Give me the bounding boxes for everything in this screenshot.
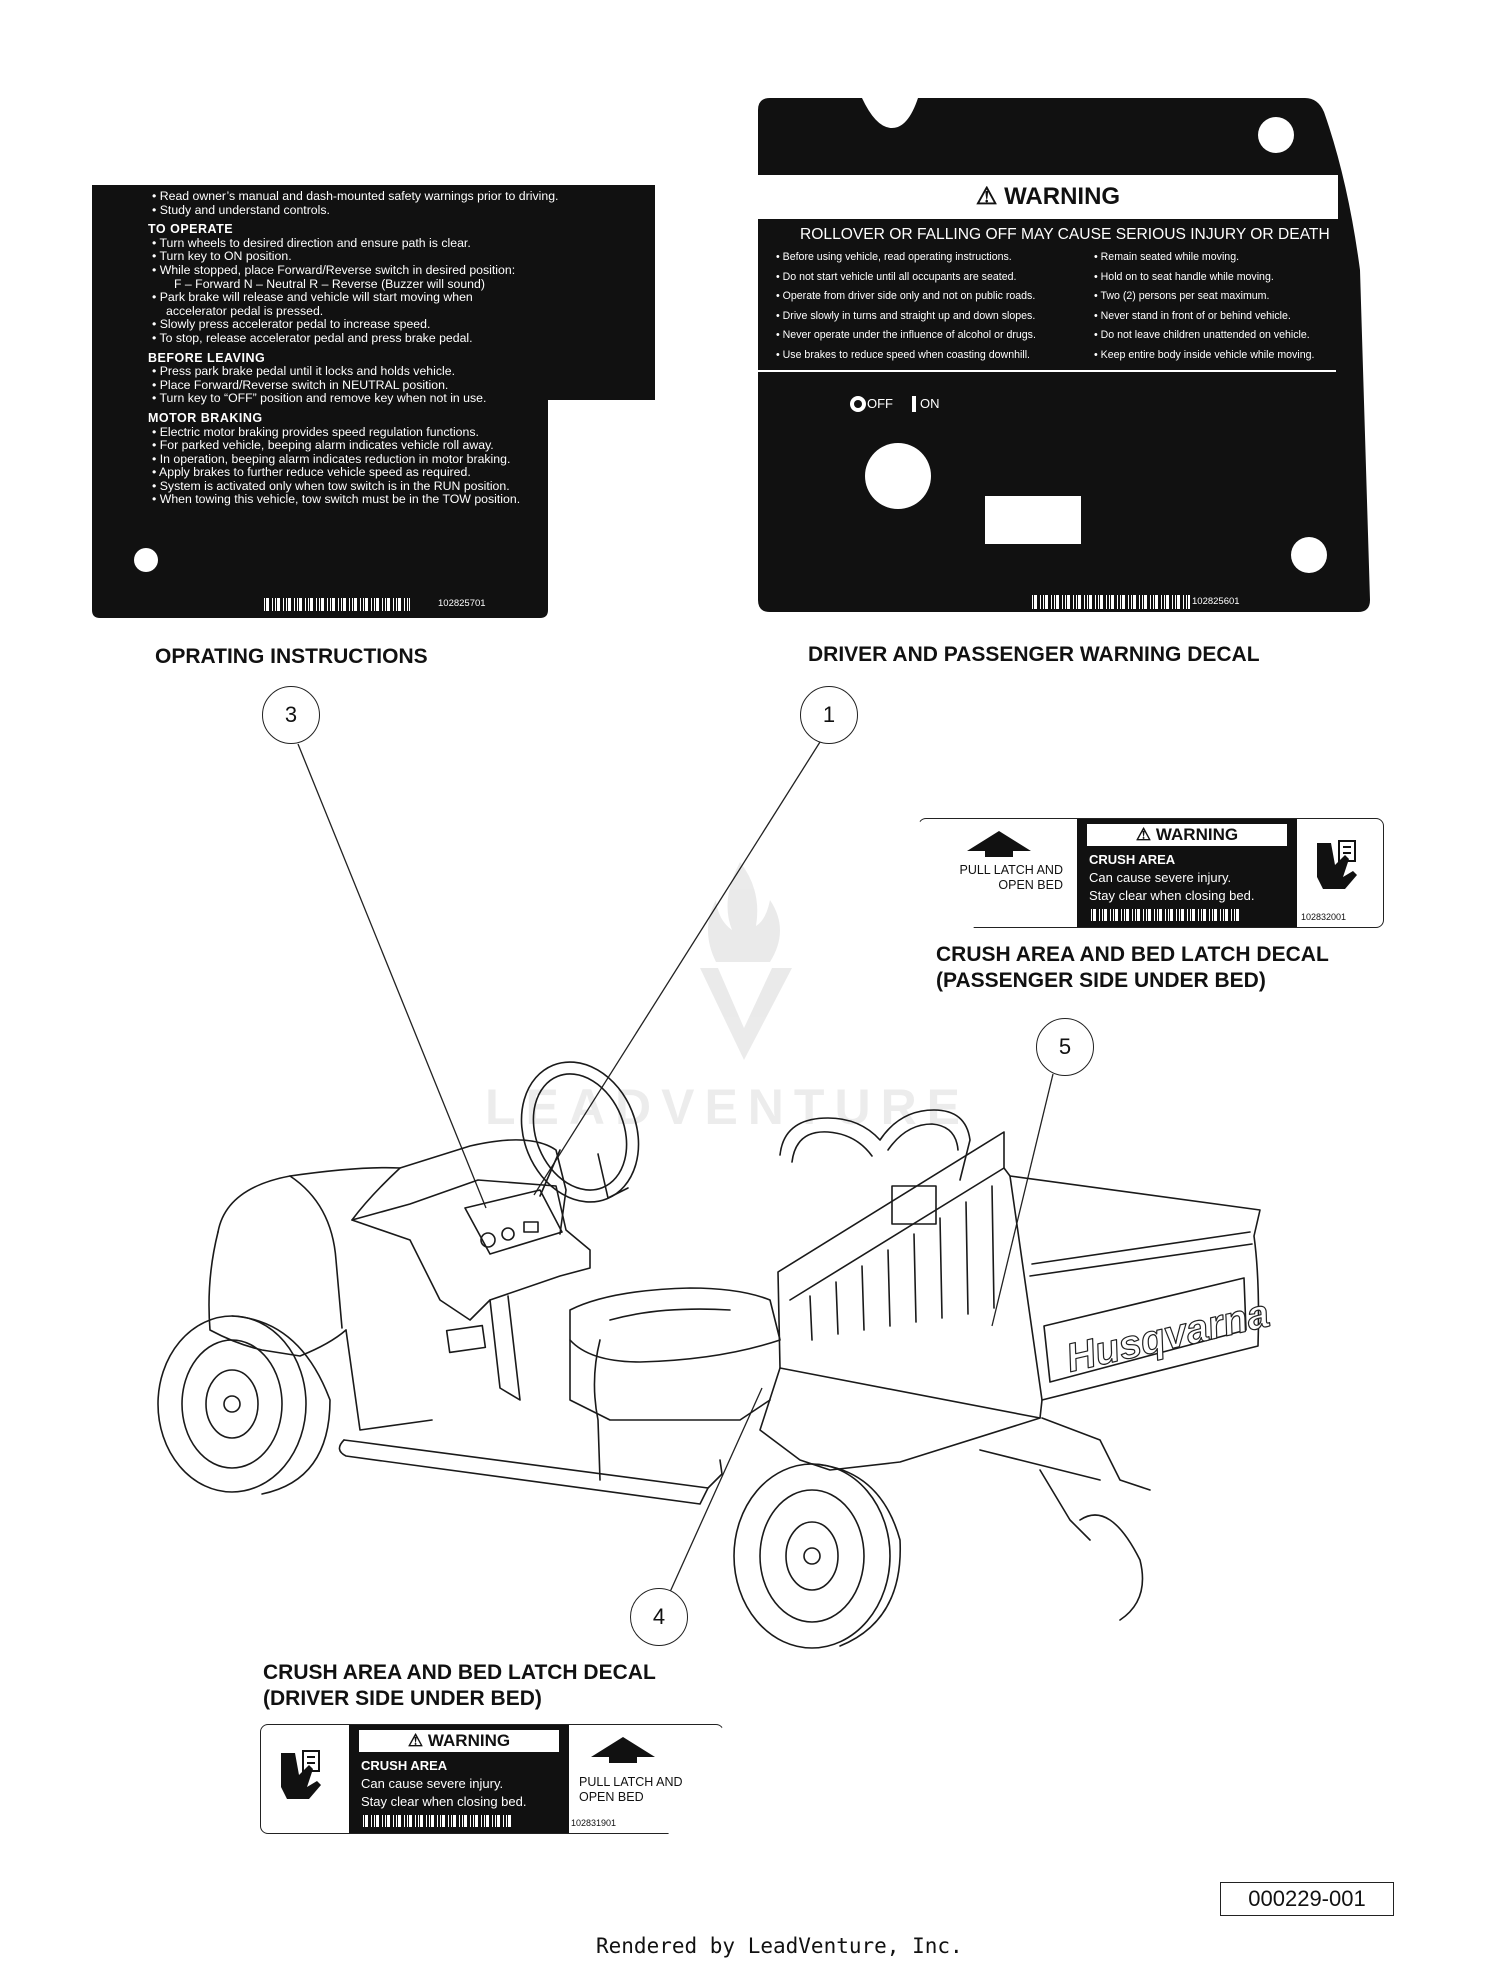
leader-line-4 [669, 1387, 763, 1593]
latch-text: PULL LATCH AND OPEN BED [959, 863, 1063, 892]
instruction-line: • Turn wheels to desired direction and e… [152, 235, 471, 250]
crush-panel: ⚠ WARNING CRUSH AREA Can cause severe in… [1077, 819, 1297, 927]
instruction-line: • In operation, beeping alarm indicates … [152, 451, 511, 466]
operating-instructions-text: • Read owner’s manual and dash-mounted s… [148, 189, 559, 507]
callout-3: 3 [262, 686, 320, 744]
warning-triangle-icon: ⚠ [1135, 825, 1152, 844]
footer-credit: Rendered by LeadVenture, Inc. [596, 1934, 963, 1958]
warning-item: • Before using vehicle, read operating i… [776, 251, 1012, 263]
warning-caption: DRIVER AND PASSENGER WARNING DECAL [808, 643, 1260, 666]
section-heading: MOTOR BRAKING [148, 410, 263, 425]
instruction-line: • Electric motor braking provides speed … [152, 424, 479, 439]
key-switch-hole [865, 443, 931, 509]
instruction-line: • When towing this vehicle, tow switch m… [152, 492, 521, 507]
instruction-line: • Study and understand controls. [152, 202, 330, 217]
leader-line-1 [533, 741, 821, 1196]
instruction-line: • For parked vehicle, beeping alarm indi… [152, 438, 494, 453]
operating-barcode [262, 598, 410, 611]
warning-item: • Remain seated while moving. [1094, 251, 1240, 263]
warning-barcode [1030, 595, 1190, 609]
latch-arrow-icon [591, 1737, 655, 1757]
watermark-logo [700, 862, 792, 1060]
off-label: OFF [867, 396, 893, 411]
latch-text: PULL LATCH AND OPEN BED [579, 1775, 683, 1804]
warning-item: • Never operate under the influence of a… [776, 329, 1036, 342]
warning-right-column: • Remain seated while moving. • Hold on t… [1094, 248, 1314, 366]
warning-decal-hole-bottom [1291, 537, 1327, 573]
warning-item: • Two (2) persons per seat maximum. [1094, 290, 1270, 303]
operating-decal-hole [134, 548, 158, 572]
watermark-text: LEADVENTURE [485, 1079, 971, 1135]
warning-triangle-icon: ⚠ [407, 1731, 424, 1750]
instruction-line: F – Forward N – Neutral R – Reverse (Buz… [174, 276, 485, 291]
hand-crush-icon [273, 1747, 333, 1807]
crush-decal-driver: ⚠ WARNING CRUSH AREA Can cause severe in… [260, 1724, 724, 1834]
crush-decal-passenger: PULL LATCH AND OPEN BED ⚠ WARNING CRUSH … [918, 818, 1384, 928]
crush-barcode [361, 1815, 511, 1827]
leader-line-3 [297, 743, 487, 1209]
crush-warning-label: ⚠ WARNING [1087, 824, 1287, 846]
warning-item: • Keep entire body inside vehicle while … [1094, 348, 1315, 361]
crush-driver-caption-2: (DRIVER SIDE UNDER BED) [263, 1687, 542, 1710]
crush-title: CRUSH AREA [361, 1758, 448, 1773]
warning-divider [758, 370, 1336, 372]
warning-decal-hole-top [1258, 117, 1294, 153]
warning-barcode-number: 102825601 [1192, 596, 1240, 607]
warning-item: • Drive slowly in turns and straight up … [776, 309, 1036, 322]
crush-line2: Stay clear when closing bed. [1089, 888, 1255, 903]
section-heading: TO OPERATE [148, 222, 234, 237]
instruction-line: • To stop, release accelerator pedal and… [152, 330, 473, 345]
warning-item: • Never stand in front of or behind vehi… [1094, 309, 1291, 322]
crush-barcode-number: 102831901 [571, 1818, 617, 1828]
warning-label: WARNING [1004, 183, 1121, 210]
crush-line1: Can cause severe injury. [1089, 870, 1232, 885]
latch-arrow-icon [967, 831, 1031, 851]
warning-item: • Operate from driver side only and not … [776, 290, 1036, 303]
callout-4: 4 [630, 1588, 688, 1646]
crush-driver-caption-1: CRUSH AREA AND BED LATCH DECAL [263, 1661, 656, 1684]
instruction-line: • Press park brake pedal until it locks … [152, 364, 456, 379]
warning-item: • Do not leave children unattended on ve… [1094, 329, 1310, 342]
operating-caption: OPRATING INSTRUCTIONS [155, 645, 428, 668]
warning-item: • Hold on to seat handle while moving. [1094, 270, 1274, 283]
callout-1: 1 [800, 686, 858, 744]
vehicle-brand: Husqvarna [1062, 1291, 1273, 1380]
instruction-line: • Read owner’s manual and dash-mounted s… [152, 189, 559, 203]
leader-line-5 [991, 1073, 1054, 1327]
crush-title: CRUSH AREA [1089, 852, 1176, 867]
instruction-line: • Park brake will release and vehicle wi… [152, 290, 473, 305]
hand-crush-icon [1309, 837, 1369, 897]
crush-line2: Stay clear when closing bed. [361, 1794, 527, 1809]
on-label: ON [920, 396, 940, 411]
operating-decal-shape [92, 185, 655, 618]
warning-band: ⚠ WARNING [758, 175, 1338, 219]
instruction-line: • Turn key to “OFF” position and remove … [152, 391, 487, 406]
section-heading: BEFORE LEAVING [148, 350, 266, 365]
warning-triangle-icon: ⚠ [975, 183, 998, 210]
warning-subtitle: ROLLOVER OR FALLING OFF MAY CAUSE SERIOU… [800, 226, 1330, 243]
crush-line1: Can cause severe injury. [361, 1776, 504, 1791]
on-indicator [912, 396, 916, 412]
crush-barcode-number: 102832001 [1301, 912, 1347, 922]
crush-passenger-caption-2: (PASSENGER SIDE UNDER BED) [936, 969, 1266, 992]
instruction-line: • Apply brakes to further reduce vehicle… [152, 465, 471, 480]
crush-warning-label: ⚠ WARNING [359, 1730, 559, 1752]
instruction-line: • Slowly press accelerator pedal to incr… [152, 317, 431, 332]
instruction-line: • Place Forward/Reverse switch in NEUTRA… [152, 377, 449, 392]
instruction-line: • Turn key to ON position. [152, 249, 292, 264]
crush-barcode [1089, 909, 1239, 921]
warning-item: • Use brakes to reduce speed when coasti… [776, 348, 1030, 361]
instruction-line: accelerator pedal is pressed. [166, 303, 324, 318]
crush-passenger-caption-1: CRUSH AREA AND BED LATCH DECAL [936, 943, 1329, 966]
crush-panel: ⚠ WARNING CRUSH AREA Can cause severe in… [349, 1725, 569, 1833]
tow-switch-cutout [985, 496, 1081, 544]
callout-5: 5 [1036, 1018, 1094, 1076]
operating-barcode-number: 102825701 [438, 598, 486, 609]
instruction-line: • While stopped, place Forward/Reverse s… [152, 262, 516, 277]
instruction-line: • System is activated only when tow swit… [152, 478, 510, 493]
warning-left-column: • Before using vehicle, read operating i… [776, 248, 1036, 366]
warning-item: • Do not start vehicle until all occupan… [776, 270, 1017, 283]
part-number: 000229-001 [1220, 1882, 1394, 1916]
